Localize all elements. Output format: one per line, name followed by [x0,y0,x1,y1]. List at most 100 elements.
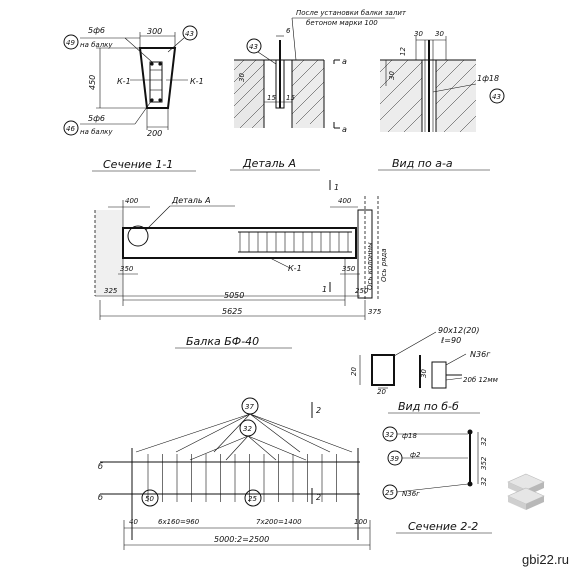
marker-43-top: 43 [185,30,194,38]
weld-block [431,361,447,389]
marker-circle [489,88,505,104]
marker-circle [246,38,262,54]
leader-line [249,413,331,453]
frame-label: К-1 [288,264,302,273]
plate-length: ℓ=90 [440,336,461,345]
rebar-code: N36г [470,350,491,359]
dim-top-right: 30 [435,30,444,38]
dim-total: 5000:2=2500 [214,535,269,544]
frame-outline [149,61,163,103]
section-mark-1-top: 1 [334,183,339,192]
dim-side: 12 [399,47,407,56]
view-a-a-title: Вид по а-а [392,157,453,170]
dim-top-left: 30 [414,30,423,38]
dim-right-extra: 375 [368,308,382,316]
dim-left-end: 325 [104,287,118,295]
frame-rungs [239,232,349,252]
top-rebar-callout: 5ф6 [88,26,105,35]
beam-cross-section [138,47,177,109]
section-1-1: 300 200 450 К-1 К-1 49 5ф6 на балку 43 4… [63,25,204,172]
marker-25-sec: 25 [385,489,394,497]
rebar-label: 1ф18 [477,74,499,83]
dim-mid: 30 [420,369,428,378]
marker-circle [244,489,262,507]
marker-circle [63,34,79,50]
rebar-mid: ф2 [410,451,421,459]
marker-32-sec: 32 [385,431,394,439]
weld-note: 20б 12мм [463,376,499,384]
marker-39: 39 [390,455,399,463]
leader-line [249,413,301,453]
dim-height: 30 [388,71,396,80]
section-mark-1-bottom: 1 [322,285,327,294]
section-mark-2-bottom: 2 [316,493,321,502]
dim-right-group: 7х200=1400 [256,518,302,526]
marker-circle [141,489,159,507]
plate-label: 90х12(20) [438,326,480,335]
dim-side: 30 [238,73,246,82]
dim-span: 5050 [224,291,244,300]
dim-left: 15 [267,94,276,102]
section-2-2-title: Сечение 2-2 [408,520,478,533]
dim-bearing-right: 350 [342,265,356,273]
dim-left-top: 400 [125,197,139,205]
section-mark-a-top: а [342,57,347,66]
dim-mid: 352 [480,456,488,470]
marker-43-view: 43 [492,93,501,101]
axis-row-label: Ось ряда [380,249,388,283]
leader-line [213,413,251,453]
dim-height: 450 [88,75,97,90]
beam-title: Балка БФ-40 [186,335,259,348]
site-url[interactable]: gbi22.ru [522,552,569,567]
leader-line [247,435,277,461]
view-b-b-title: Вид по б-б [398,400,459,413]
dim-bearing-left: 350 [120,265,134,273]
marker-50: 50 [145,495,154,503]
beam-bf40: Деталь А Ось колонны Ось ряда 1 1 К-1 40… [94,180,388,349]
axis-column-label: Ось колонны [366,242,374,290]
section-mark-a-bottom: а [342,125,347,134]
marker-37: 37 [245,403,254,411]
dim-top-width: 300 [147,27,162,36]
detail-a-label: Деталь А [171,196,211,205]
marker-25: 25 [248,495,257,503]
dim-right-end: 100 [354,518,368,526]
detail-a-title: Деталь А [242,157,296,170]
dim-bottom-width: 200 [147,129,162,138]
frame-label-right: К-1 [190,77,204,86]
detail-a: 15 15 6 30 43 После установки балки зали… [230,9,407,171]
detail-a-circle [127,225,149,247]
marker-circle [182,25,198,41]
marker-32: 32 [243,425,252,433]
rebar-top: ф18 [402,432,417,440]
dim-right-end: 250 [355,287,369,295]
dim-left: 20 [350,367,358,376]
rebar-bottom: N36г [402,490,420,498]
dim-bottom: 32 [480,477,488,486]
cut-mark-lower: б [98,493,103,502]
leader-line [225,435,249,461]
dim-right-top: 400 [338,197,352,205]
leader-line [175,413,251,453]
view-a-a: 30 30 12 30 1ф18 43 Вид по а-а [378,30,505,171]
frame-k1: б б 37 32 50 25 2 2 40 6х160=960 7х200=1… [98,397,371,550]
dim-left-end: 40 [129,518,138,526]
section-1-1-title: Сечение 1-1 [103,158,173,171]
frame-rungs [147,454,337,502]
dim-left-group: 6х160=960 [158,518,200,526]
cut-mark-upper: б [98,462,103,471]
marker-circle [63,120,79,136]
leader-line [189,435,249,461]
top-rebar-note: на балку [80,41,113,49]
marker-49: 49 [66,39,75,47]
bearing-plate [371,354,395,386]
note-line-1: После установки балки залит [296,9,407,17]
frame-label-left: К-1 [117,77,131,86]
stacked-slabs-logo [507,473,545,510]
bottom-rebar-note: на балку [80,128,113,136]
beam-body [122,227,357,259]
leader-fan [135,413,353,461]
dim-right: 20 [377,388,386,396]
note-line-2: бетоном марки 100 [306,19,378,27]
